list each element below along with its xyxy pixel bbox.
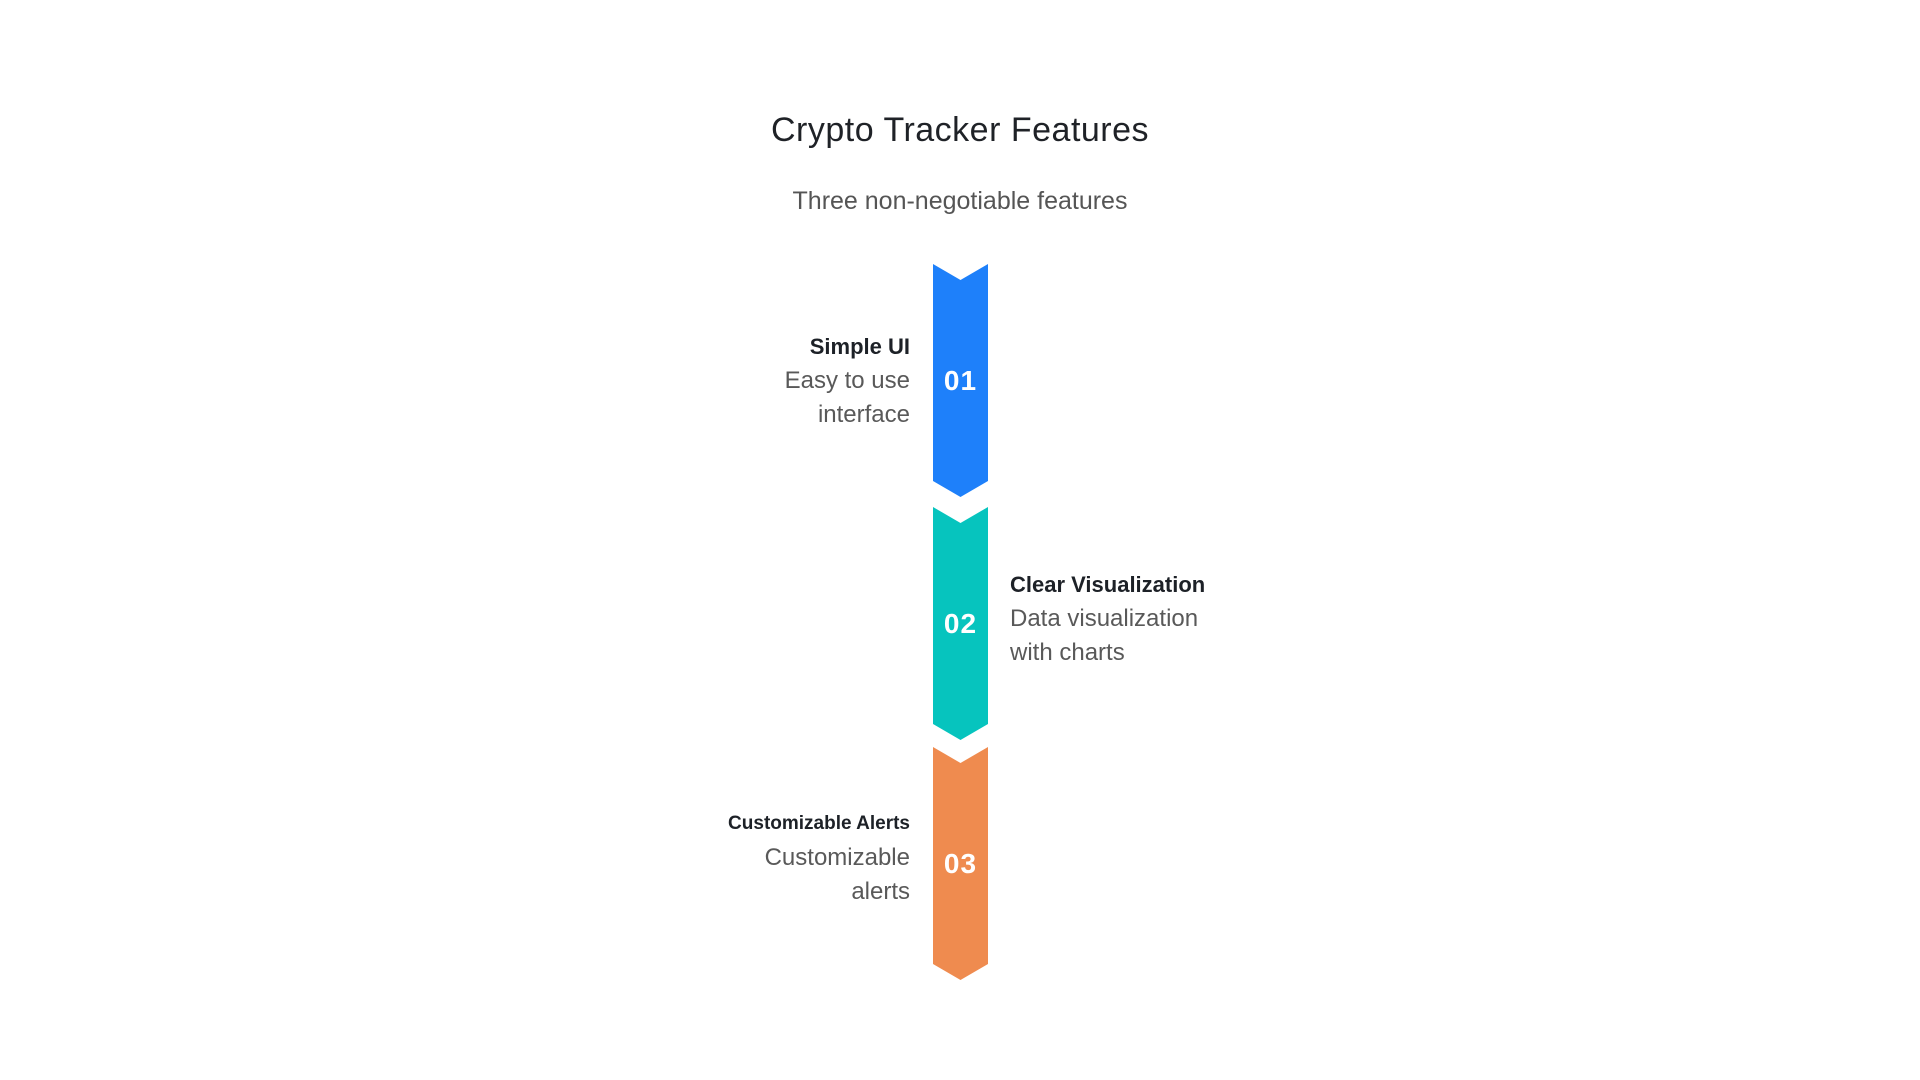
feature-title-03: Customizable Alerts xyxy=(728,813,910,834)
feature-description-03: Customizable alerts xyxy=(764,844,910,905)
feature-title-02: Clear Visualization xyxy=(1010,572,1206,597)
feature-number-03: 03 xyxy=(943,847,978,879)
page-subtitle: Three non-negotiable features xyxy=(792,187,1128,215)
feature-text-03: Customizable Alerts Customizable alerts xyxy=(728,807,910,912)
feature-text-01: Simple UI Easy to use interface xyxy=(735,330,910,435)
feature-description-02: Data visualization with charts xyxy=(1010,605,1199,666)
feature-title-01: Simple UI xyxy=(809,334,910,359)
feature-chevron-01: 01 xyxy=(933,264,988,497)
feature-description-01: Easy to use interface xyxy=(784,367,910,428)
page-title: Crypto Tracker Features xyxy=(770,111,1150,149)
feature-number-01: 01 xyxy=(943,364,978,396)
feature-chevron-03: 03 xyxy=(933,747,988,980)
feature-number-02: 02 xyxy=(943,607,978,639)
feature-chevron-02: 02 xyxy=(933,507,988,740)
feature-text-02: Clear Visualization Data visualization w… xyxy=(1010,568,1220,673)
